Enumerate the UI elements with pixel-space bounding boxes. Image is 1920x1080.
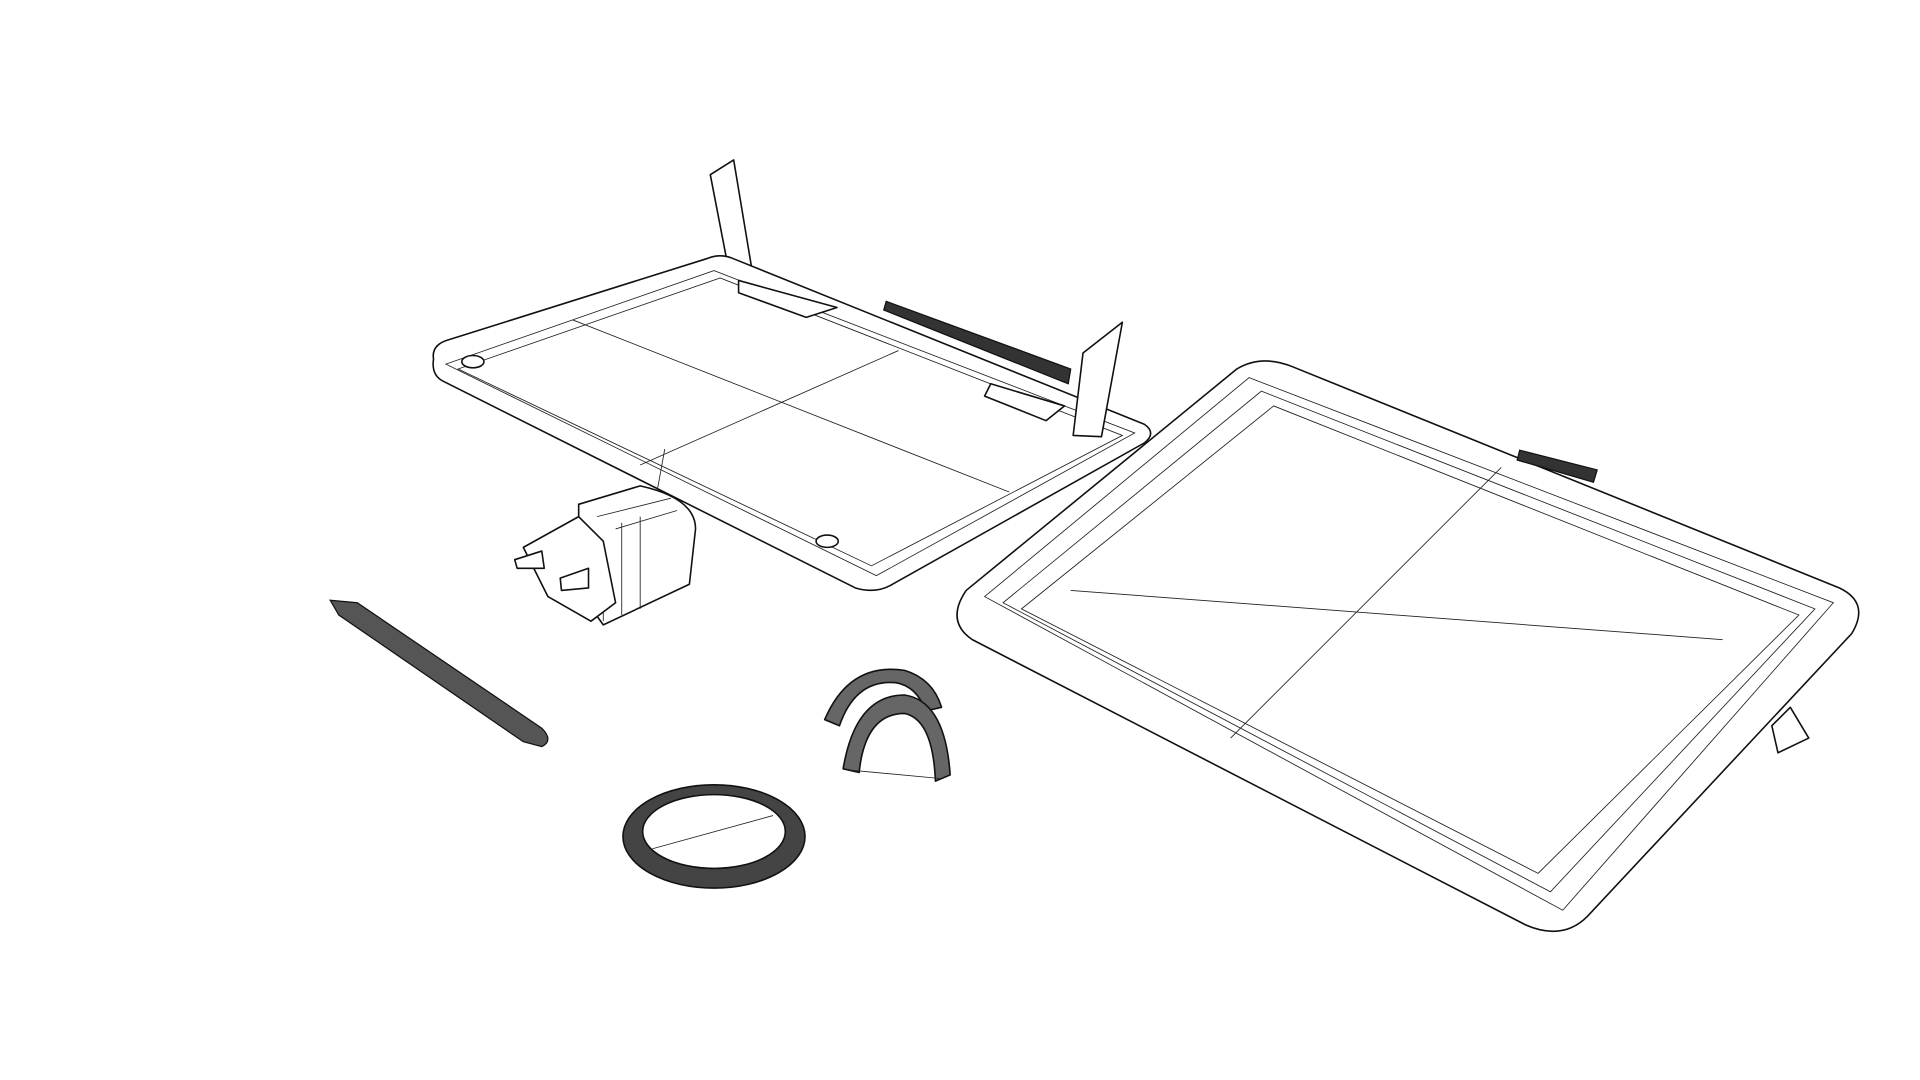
power-adapter	[513, 485, 697, 626]
tablet-top-button	[1516, 449, 1598, 483]
stylus-pen	[329, 599, 549, 748]
pen-holder-ring	[622, 783, 806, 889]
tablet-front-view	[956, 360, 1860, 933]
tablet-buttons-strip	[882, 300, 1072, 385]
kickstand-right	[1072, 321, 1124, 438]
stand-arcs	[823, 668, 951, 782]
tablet-back-view	[432, 159, 1152, 592]
